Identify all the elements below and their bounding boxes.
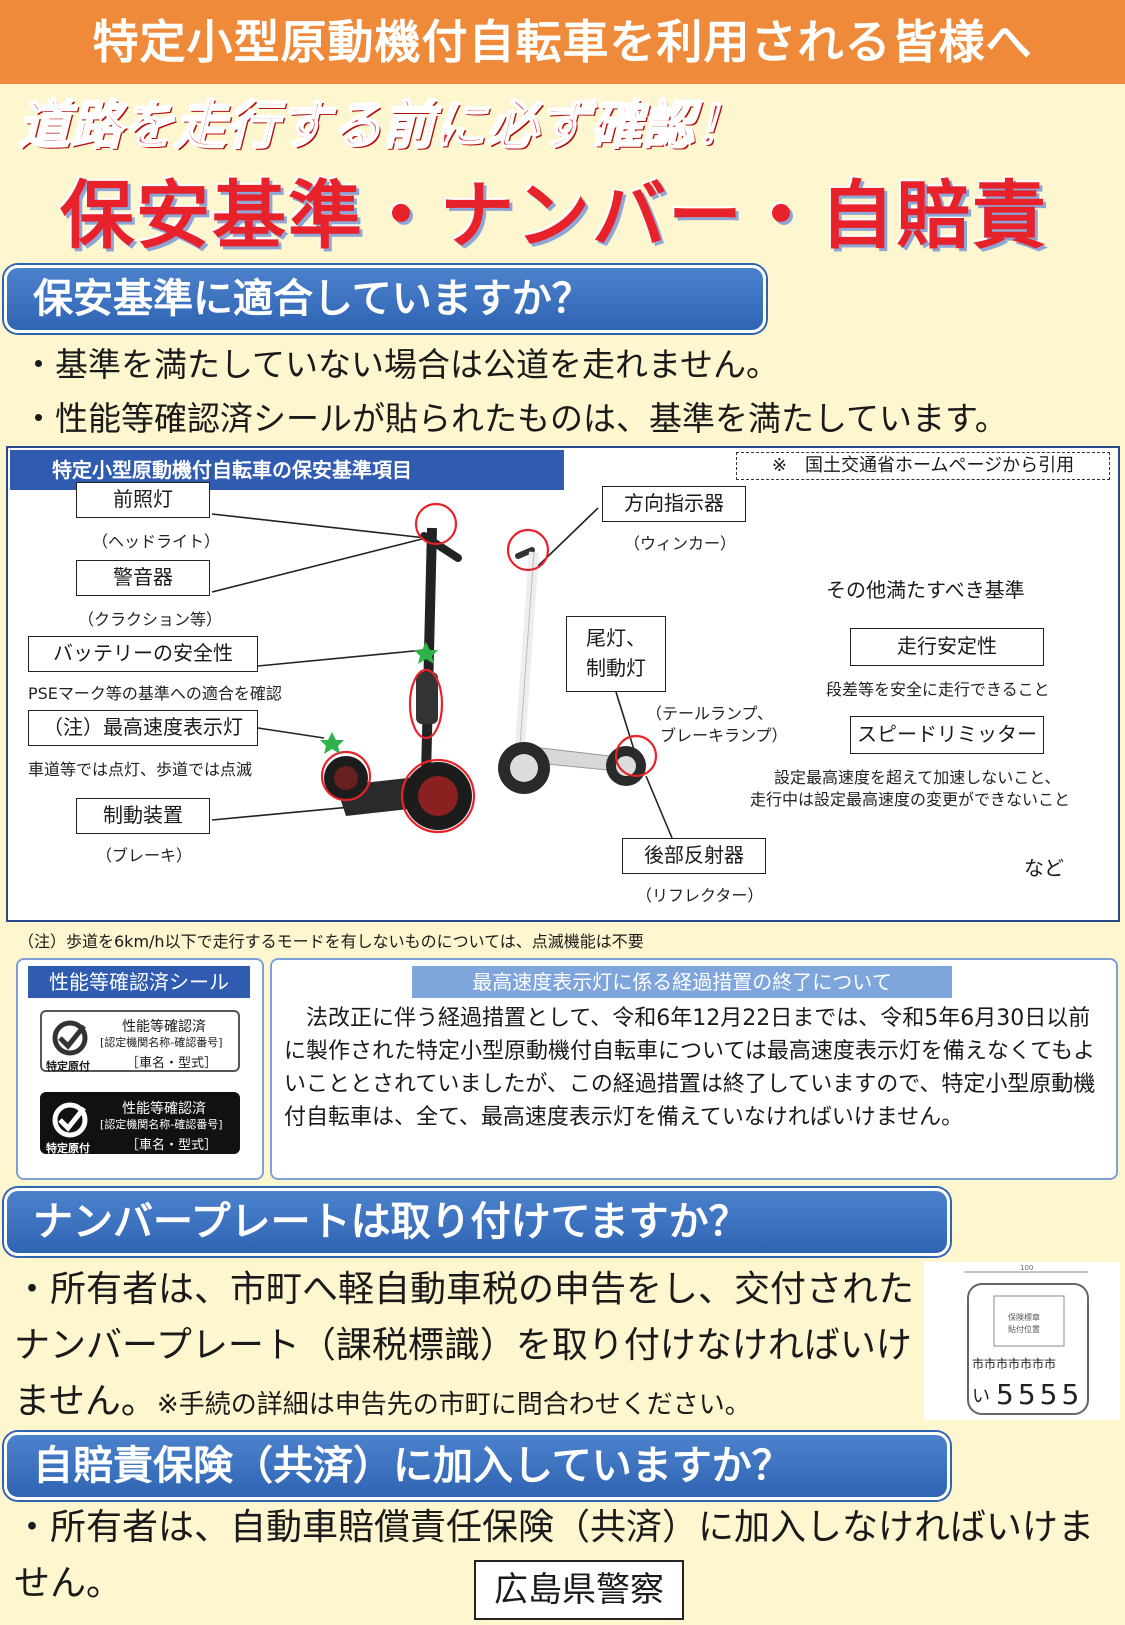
- headline-check-before-riding: 道路を走行する前に必ず確認！: [17, 95, 747, 157]
- sticker-white: 性能等確認済 [認定機関名称-確認番号] ［車名・型式］ 特定原付: [40, 1010, 240, 1073]
- safety-standards-diagram: [6, 446, 1120, 922]
- sticker-black-line2: [認定機関名称-確認番号]: [100, 1118, 223, 1131]
- insurance-body: ・所有者は、自動車賠償責任保険（共済）に加入しなければいけません。: [14, 1507, 1095, 1604]
- highlight-circles: [320, 502, 658, 834]
- sticker-white-line3: ［車名・型式］: [126, 1056, 218, 1071]
- label-brake: 制動装置: [76, 798, 210, 834]
- bullet-standards-2: ・性能等確認済シールが貼られたものは、基準を満たしています。: [22, 399, 1008, 438]
- sticker-white-line1: 性能等確認済: [122, 1019, 206, 1035]
- diagram-citation: ※ 国土交通省ホームページから引用: [736, 452, 1110, 480]
- sticker-black-line3: ［車名・型式］: [126, 1138, 218, 1153]
- label-battery: バッテリーの安全性: [28, 636, 258, 672]
- label-speed-limiter-sub2: 走行中は設定最高速度の変更ができないこと: [750, 790, 1071, 809]
- label-horn-sub: （クラクション等）: [78, 610, 223, 629]
- other-standards-title: その他満たすべき基準: [826, 578, 1025, 602]
- label-reflector-sub: （リフレクター）: [636, 886, 764, 905]
- label-stability-sub: 段差等を安全に走行できること: [826, 680, 1050, 699]
- section-heading-liability-insurance: 自賠責保険（共済）に加入していますか？: [4, 1432, 950, 1500]
- number-plate-note: ※手続の詳細は申告先の市町に問合わせください。: [156, 1390, 751, 1420]
- sticker-white-badge: 特定原付: [46, 1060, 90, 1073]
- number-plate-text: ・所有者は、市町へ軽自動車税の申告をし、交付されたナンバープレート（課税標識）を…: [14, 1262, 914, 1433]
- black-scooter: [324, 527, 472, 830]
- scooter-illustration: [211, 502, 673, 839]
- sticker-black-line1: 性能等確認済: [122, 1101, 206, 1117]
- label-speed-lamp-sub: 車道等では点灯、歩道では点滅: [28, 760, 253, 779]
- top-banner: 特定小型原動機付自転車を利用される皆様へ: [0, 0, 1125, 84]
- check-mark-icon: [52, 1102, 88, 1138]
- label-tail-lamp-sub1: （テールランプ、: [646, 704, 774, 723]
- headline-requirements: 保安基準・ナンバー・自賠責: [60, 173, 1048, 259]
- label-headlight-sub: （ヘッドライト）: [92, 532, 221, 551]
- label-etc: など: [1024, 856, 1064, 880]
- footnote-speed-lamp: （注）歩道を6km/h以下で走行するモードを有しないものについては、点滅機能は不…: [18, 932, 644, 951]
- notice-title: 最高速度表示灯に係る経過措置の終了について: [412, 966, 952, 998]
- plate-kana: い: [972, 1386, 990, 1407]
- label-tail-lamp-line1: 尾灯、: [586, 626, 646, 650]
- plate-city: 市市市市市市市: [972, 1356, 1056, 1371]
- label-horn: 警音器: [76, 560, 210, 596]
- sticker-title: 性能等確認済シール: [28, 966, 250, 998]
- label-tail-lamp-line2: 制動灯: [586, 656, 646, 680]
- section-heading-safety-standards: 保安基準に適合していますか？: [4, 265, 766, 333]
- label-stability: 走行安定性: [850, 628, 1044, 666]
- label-speed-lamp: （注）最高速度表示灯: [28, 710, 258, 746]
- number-plate-body: ・所有者は、市町へ軽自動車税の申告をし、交付されたナンバープレート（課税標識）を…: [14, 1269, 915, 1422]
- sticker-white-line2: [認定機関名称-確認番号]: [100, 1036, 223, 1049]
- plate-sticker-label: 保険標章: [1008, 1312, 1040, 1322]
- label-tail-lamp-sub2: ブレーキランプ）: [660, 726, 788, 745]
- label-turn-signal: 方向指示器: [602, 486, 746, 522]
- label-battery-sub: PSEマーク等の基準への適合を確認: [28, 684, 282, 703]
- label-speed-limiter: スピードリミッター: [850, 716, 1044, 754]
- section-heading-number-plate: ナンバープレートは取り付けてますか？: [4, 1188, 950, 1256]
- issuer-box: 広島県警察: [474, 1560, 684, 1620]
- check-mark-icon: [52, 1020, 88, 1056]
- bullet-standards-1: ・基準を満たしていない場合は公道を走れません。: [22, 345, 780, 384]
- svg-text:貼付位置: 貼付位置: [1008, 1324, 1040, 1334]
- speed-lamp-markers: [320, 642, 438, 754]
- label-headlight: 前照灯: [76, 482, 210, 518]
- plate-number: 5555: [996, 1378, 1083, 1411]
- label-brake-sub: （ブレーキ）: [96, 846, 193, 865]
- label-reflector: 後部反射器: [622, 838, 766, 874]
- number-plate-image: 100 保険標章 貼付位置 市市市市市市市 い 5555: [924, 1262, 1120, 1420]
- sticker-black: 性能等確認済 [認定機関名称-確認番号] ［車名・型式］ 特定原付: [40, 1092, 240, 1155]
- sticker-black-badge: 特定原付: [46, 1142, 90, 1155]
- label-turn-signal-sub: （ウィンカー）: [624, 534, 737, 553]
- label-tail-lamp: 尾灯、 制動灯: [566, 616, 666, 692]
- label-speed-limiter-sub1: 設定最高速度を超えて加速しないこと、: [774, 768, 1061, 787]
- notice-body: 法改正に伴う経過措置として、令和6年12月22日までは、令和5年6月30日以前に…: [284, 1006, 1096, 1130]
- plate-dimension: 100: [1020, 1264, 1033, 1272]
